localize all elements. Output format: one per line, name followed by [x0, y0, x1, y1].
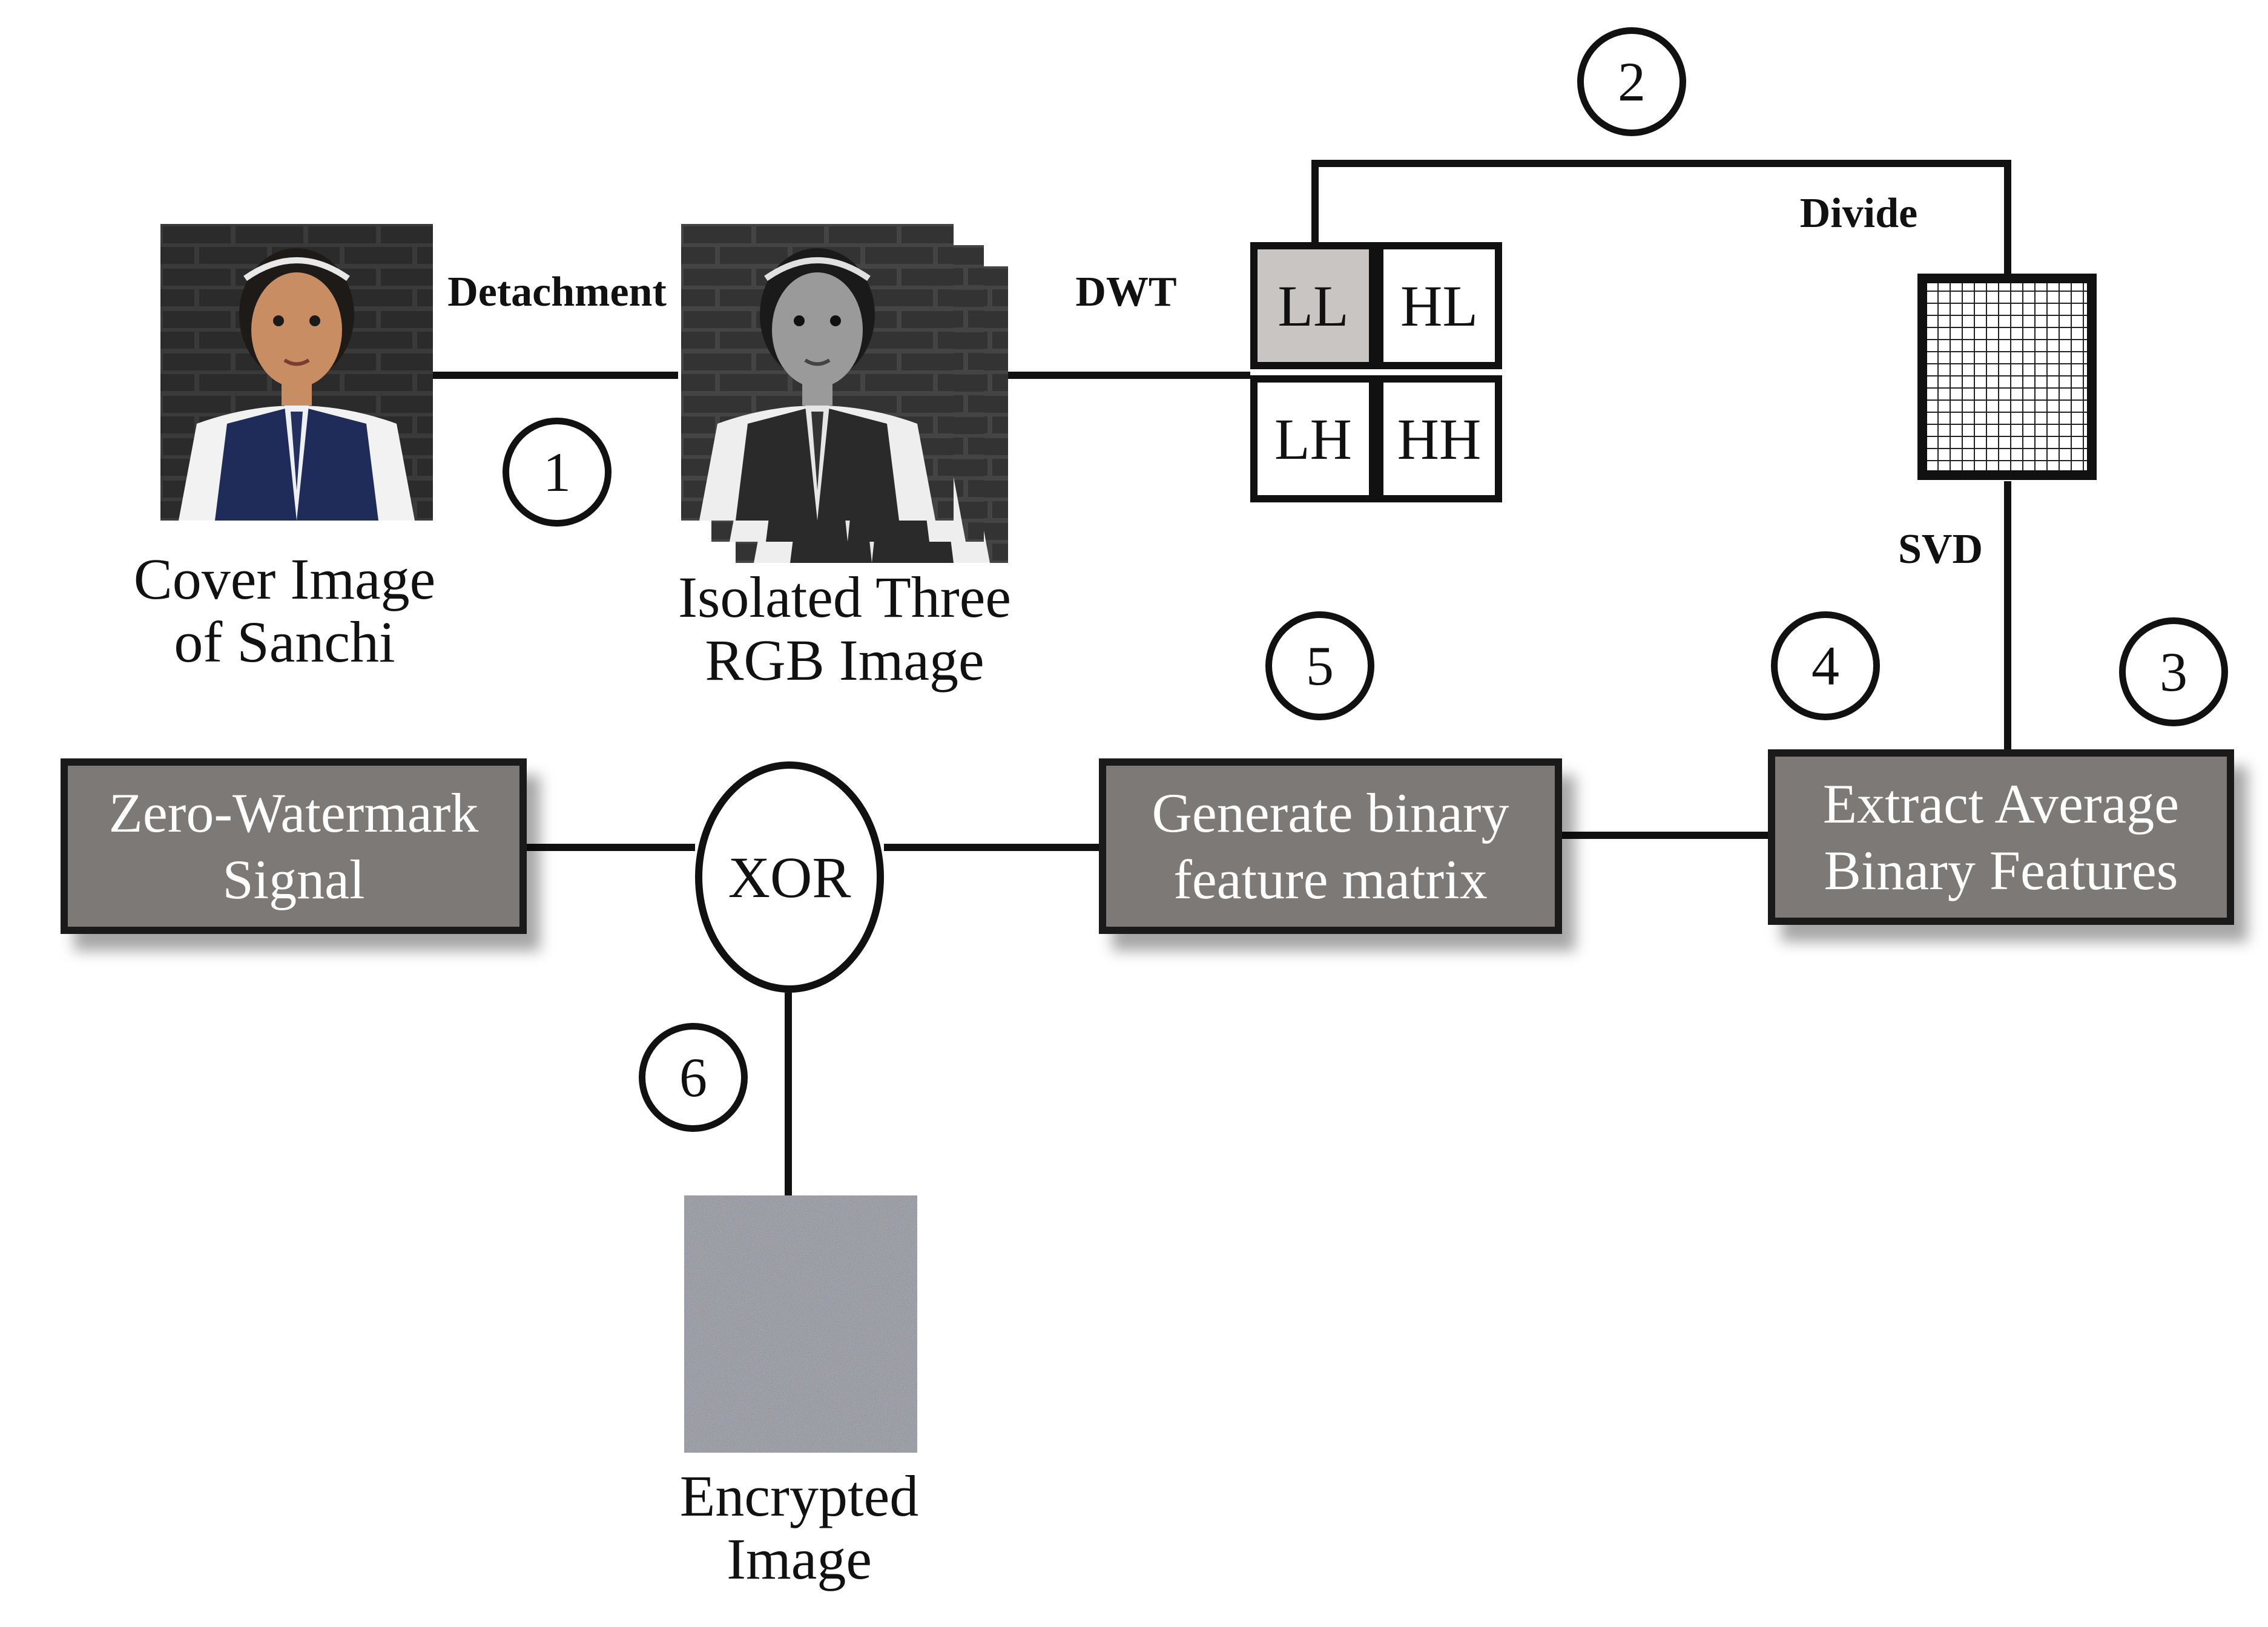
- extract-features-box: Extract Average Binary Features: [1768, 749, 2234, 925]
- encrypted-image: [684, 1195, 917, 1453]
- step-3-marker: 3: [2119, 617, 2228, 726]
- connector-lines: [430, 160, 2011, 1195]
- subband-ll: LL: [1250, 242, 1376, 369]
- cover-image-label: Cover Image of Sanchi: [133, 547, 436, 674]
- subband-lh: LH: [1250, 375, 1376, 502]
- zero-watermark-box: Zero-Watermark Signal: [61, 758, 527, 934]
- cover-image: [160, 224, 433, 521]
- step-6-marker: 6: [639, 1023, 748, 1132]
- rgb-image-label: Isolated Three RGB Image: [678, 565, 1011, 692]
- generate-matrix-box: Generate binary feature matrix: [1099, 758, 1562, 934]
- svd-label: SVD: [1897, 526, 1983, 573]
- divide-label: Divide: [1799, 190, 1918, 237]
- step-5-marker: 5: [1265, 611, 1374, 720]
- dwt-label: DWT: [1075, 269, 1177, 315]
- subband-hh: HH: [1376, 375, 1502, 502]
- detachment-label: Detachment: [447, 269, 667, 315]
- step-4-marker: 4: [1771, 611, 1880, 720]
- xor-node: XOR: [695, 761, 884, 993]
- rgb-image-stack: [681, 224, 1008, 563]
- subband-hl: HL: [1376, 242, 1502, 369]
- encrypted-image-label: Encrypted Image: [679, 1464, 919, 1591]
- step-2-marker: 2: [1577, 27, 1686, 136]
- svd-grid-matrix: [1917, 274, 2097, 480]
- step-1-marker: 1: [503, 418, 612, 527]
